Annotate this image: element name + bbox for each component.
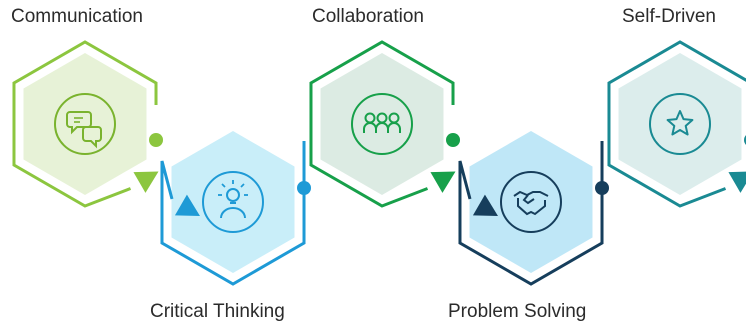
step-label-collaboration: Collaboration xyxy=(312,6,424,27)
step-label-problem-solving: Problem Solving xyxy=(448,301,587,322)
star-icon xyxy=(649,93,711,155)
arrowhead-icon xyxy=(472,194,498,216)
connector-dot xyxy=(595,181,610,195)
step-critical-thinking xyxy=(160,131,312,286)
step-label-self-driven: Self-Driven xyxy=(622,6,716,27)
step-label-communication: Communication xyxy=(11,6,143,27)
chat-bubbles-icon xyxy=(54,93,116,155)
hexagon-outline xyxy=(160,141,306,286)
lightbulb-person-icon xyxy=(202,171,264,233)
connector-dot xyxy=(149,133,164,147)
hexagon-outline xyxy=(12,40,158,208)
arrowhead-icon xyxy=(133,171,159,193)
hexagon-fill xyxy=(23,53,147,195)
arrowhead-icon xyxy=(728,171,746,193)
hexagon-fill xyxy=(618,53,742,195)
step-collaboration xyxy=(309,40,461,208)
connector-dot xyxy=(297,181,312,195)
step-communication xyxy=(12,40,164,208)
connector-dot xyxy=(446,133,461,147)
hexagon-outline xyxy=(607,40,746,208)
step-problem-solving xyxy=(458,131,610,286)
hexagon-outline xyxy=(458,141,604,286)
hexagon-outline xyxy=(309,40,455,208)
arrowhead-icon xyxy=(174,194,200,216)
step-label-critical-thinking: Critical Thinking xyxy=(150,301,285,322)
group-people-icon xyxy=(351,93,413,155)
handshake-icon xyxy=(500,171,562,233)
arrowhead-icon xyxy=(430,171,456,193)
step-self-driven xyxy=(607,40,746,208)
